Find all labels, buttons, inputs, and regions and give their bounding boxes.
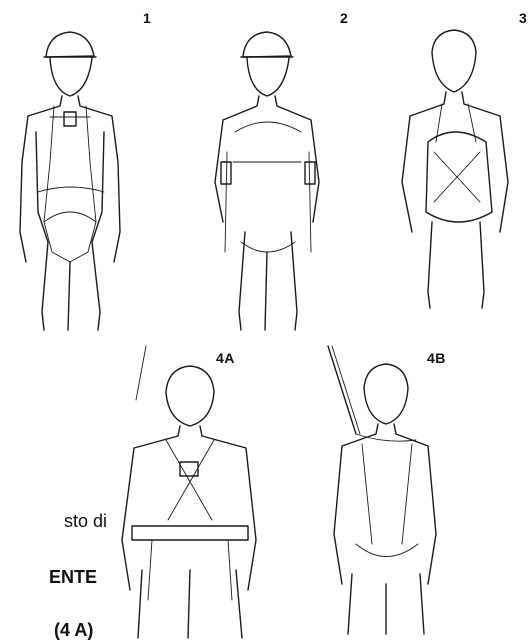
figure-1-illustration — [8, 12, 138, 332]
figure-4b-label: 4B — [427, 350, 446, 366]
figure-4b-illustration — [316, 344, 446, 639]
figure-2-illustration — [205, 12, 335, 332]
figure-2-label: 2 — [340, 10, 348, 26]
figure-4a-illustration — [108, 340, 258, 640]
figure-1-label: 1 — [143, 10, 151, 26]
figure-3-label: 3 — [519, 10, 527, 26]
body-text-line-2: ENTE — [49, 567, 97, 588]
figure-3-illustration — [396, 12, 521, 312]
body-text-line-3: (4 A) — [54, 620, 93, 641]
figure-4a-label: 4A — [216, 350, 235, 366]
body-text-line-1: sto di — [64, 511, 107, 532]
